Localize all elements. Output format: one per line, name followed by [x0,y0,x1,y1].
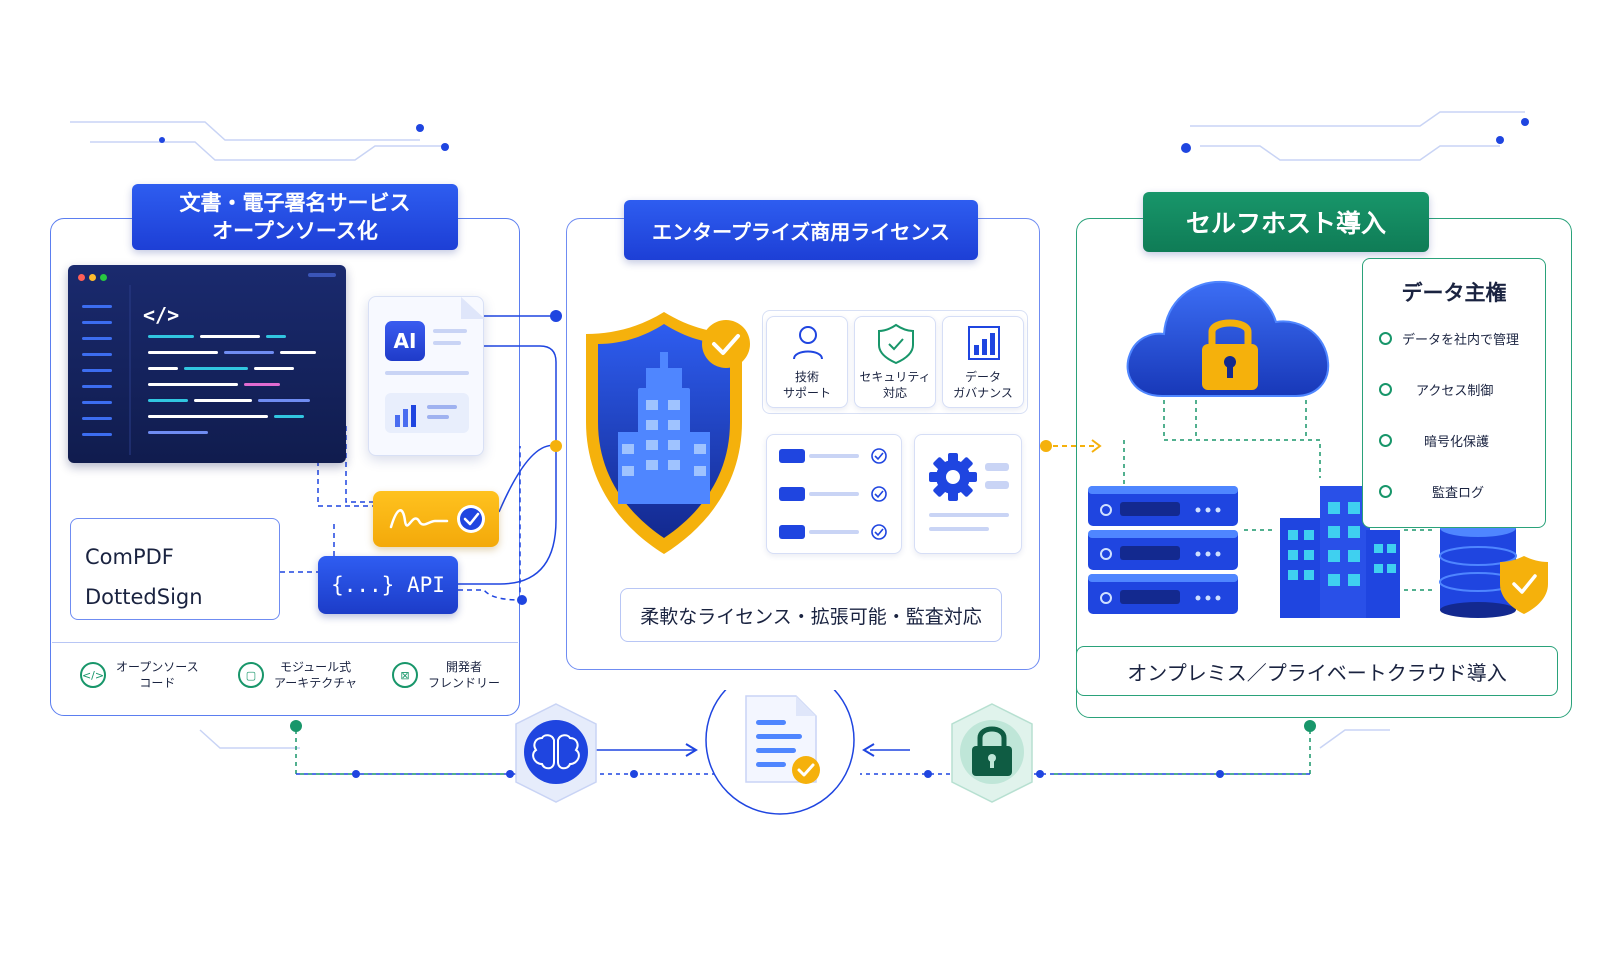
code-lines [82,273,336,455]
bar-chart-icon [968,326,1000,360]
e-signature-card [373,491,499,547]
shield-check-icon [878,323,914,365]
bottom-flow [290,690,1316,815]
support-item-security: セキュリティ 対応 [854,316,936,408]
window-close-dot [78,274,85,281]
support-items-group [762,310,1028,414]
support-item-technical: 技術 サポート [766,316,848,408]
ai-badge: AI [385,321,425,361]
support-label: 技術 サポート [782,370,831,400]
private-cloud [1120,262,1340,412]
document-lines-icon [385,297,485,433]
gear-icon [929,453,1009,531]
api-card[interactable]: {...} API [318,556,458,614]
data-sovereignty-title: データ主権 [1401,281,1507,305]
support-label: データ ガバナンス [953,370,1013,400]
circle-bullet-icon [1379,383,1392,396]
sovereignty-item-label: データを社内で管理 [1402,333,1520,348]
window-minimize-dot [89,274,96,281]
lock-node [951,703,1033,803]
sovereignty-item: 監査ログ [1379,482,1484,501]
feature-open-source-code: </> オープンソース コード [80,659,199,691]
product-compdf[interactable]: ComPDF [85,545,174,569]
encrypted-database [1436,518,1556,618]
circle-bullet-icon [1379,332,1392,345]
license-checklist [766,434,902,554]
signature-check-icon [389,505,485,533]
open-source-features: </> オープンソース コード ▢ モジュール式 アーキテクチャ ⊠ 開発者 フ… [52,642,518,706]
checklist-icon [779,448,887,540]
enterprise-license-title: エンタープライズ商用ライセンス [624,200,978,260]
sovereignty-item-label: アクセス制御 [1416,384,1494,399]
developer-icon: ⊠ [392,662,418,688]
circle-bullet-icon [1379,434,1392,447]
document-node [705,690,855,815]
license-caption: 柔軟なライセンス・拡張可能・監査対応 [620,588,1002,642]
company-building [1274,478,1404,622]
configuration-card [914,434,1022,554]
brain-node [515,703,597,803]
sovereignty-item: アクセス制御 [1379,380,1493,399]
cloud-lock-icon [1126,280,1330,397]
code-editor-window: </> [68,265,346,463]
deployment-caption: オンプレミス／プライベートクラウド導入 [1076,646,1558,696]
server-rack-icon [1088,486,1238,614]
module-icon: ▢ [238,662,264,688]
feature-label: 開発者 フレンドリー [428,660,501,690]
feature-label: モジュール式 アーキテクチャ [274,660,358,690]
open-source-title: 文書・電子署名サービス オープンソース化 [132,184,458,250]
open-source-title-line1: 文書・電子署名サービス [179,191,411,215]
product-dottedsign[interactable]: DottedSign [85,585,203,609]
enterprise-shield [580,304,750,566]
person-icon [793,326,823,360]
on-premise-servers [1084,480,1244,620]
support-label: セキュリティ 対応 [859,370,931,400]
feature-modular-architecture: ▢ モジュール式 アーキテクチャ [238,659,357,691]
open-source-title-line2: オープンソース化 [212,219,378,243]
sovereignty-item-label: 監査ログ [1432,486,1485,501]
code-icon: </> [80,662,106,688]
sovereignty-item: 暗号化保護 [1379,431,1489,450]
code-tag-icon: </> [143,303,180,327]
circle-bullet-icon [1379,485,1392,498]
self-host-title: セルフホスト導入 [1143,192,1429,252]
sovereignty-item: データを社内で管理 [1379,329,1519,348]
support-item-data-governance: データ ガバナンス [942,316,1024,408]
building-icon [1280,486,1400,618]
product-list: ComPDF DottedSign [70,518,280,620]
ai-document-card: AI [368,296,485,456]
feature-label: オープンソース コード [116,660,199,690]
window-maximize-dot [100,274,107,281]
shield-building-icon [586,312,750,554]
feature-developer-friendly: ⊠ 開発者 フレンドリー [392,659,500,691]
data-sovereignty-card: データ主権 データを社内で管理 アクセス制御 暗号化保護 監査ログ [1362,258,1546,528]
sovereignty-item-label: 暗号化保護 [1424,435,1490,450]
database-shield-icon [1439,519,1548,618]
